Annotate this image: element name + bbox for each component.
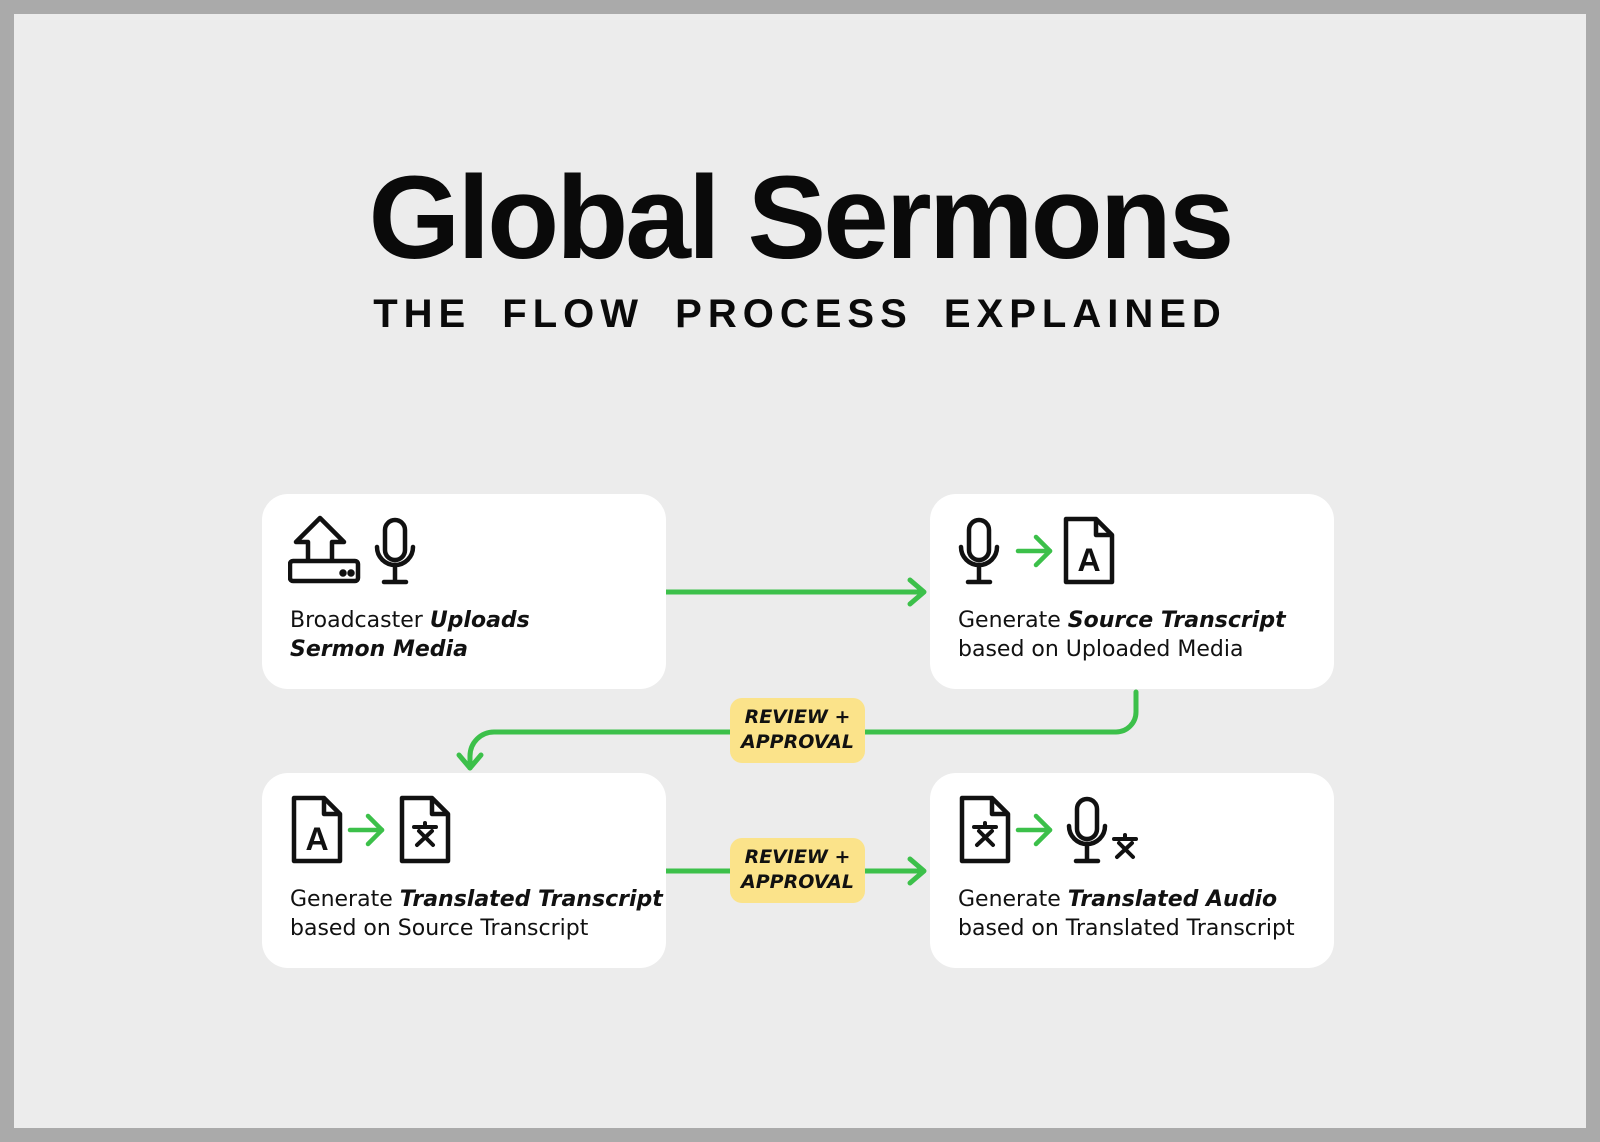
upload-icon [288,515,361,584]
connector-step2-step3 [467,689,1139,771]
step-icons: A [288,793,488,868]
svg-text:A: A [1077,542,1100,578]
microphone-icon [377,520,413,582]
page-subtitle: THE FLOW PROCESS EXPLAINED [373,292,1227,336]
arrowhead-step4 [907,856,927,886]
document-translate-icon [402,798,448,861]
svg-text:A: A [305,821,328,857]
microphone-translate-icon [1069,799,1138,861]
arrowhead-step2 [907,577,927,607]
document-a-icon: A [1066,519,1112,582]
arrow-icon [1018,537,1050,565]
step-icons [288,515,488,589]
arrowhead-step3 [456,752,484,771]
arrow-icon [350,816,382,844]
review-approval-badge: REVIEW +APPROVAL [730,698,865,763]
step-icons [956,793,1138,868]
review-approval-badge: REVIEW +APPROVAL [730,838,865,903]
step-icons: A [956,514,1156,589]
arrow-icon [1018,816,1050,844]
document-translate-icon [962,798,1008,861]
page-title: Global Sermons [368,152,1235,284]
microphone-icon [961,520,997,582]
document-a-icon: A [294,798,340,861]
